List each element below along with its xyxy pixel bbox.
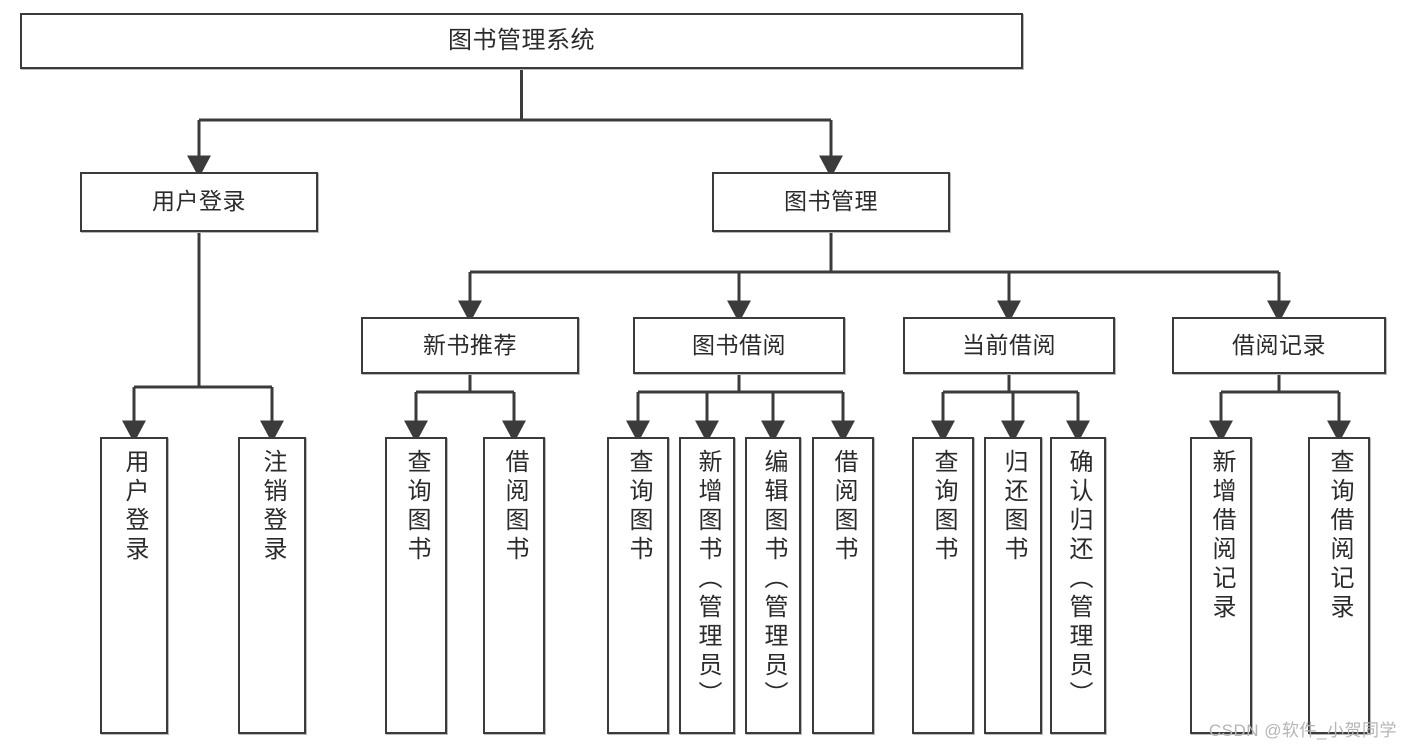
node-label: 图书借阅 <box>692 331 786 358</box>
node-new-book-rec[interactable]: 新书推荐 <box>361 317 579 374</box>
node-label: 图书管理 <box>784 188 878 215</box>
node-label: 借阅记录 <box>1232 331 1326 358</box>
node-leaf-query-book-3[interactable]: 查询图书 <box>912 437 974 734</box>
node-label: 用户登录 <box>152 188 246 215</box>
node-label: 用户登录 <box>121 449 148 565</box>
node-label: 查询图书 <box>930 449 957 565</box>
node-label: 查询图书 <box>625 449 652 565</box>
node-label: 借阅图书 <box>830 449 857 565</box>
node-label: 确认归还（管理员） <box>1065 449 1092 710</box>
node-borrow-record[interactable]: 借阅记录 <box>1172 317 1386 374</box>
node-user-login[interactable]: 用户登录 <box>80 172 318 232</box>
node-leaf-add-book[interactable]: 新增图书（管理员） <box>679 437 735 734</box>
node-book-borrow[interactable]: 图书借阅 <box>633 317 845 374</box>
node-label: 归还图书 <box>1000 449 1027 565</box>
node-leaf-query-book-1[interactable]: 查询图书 <box>385 437 447 734</box>
node-leaf-add-record[interactable]: 新增借阅记录 <box>1190 437 1252 734</box>
node-label: 当前借阅 <box>962 331 1056 358</box>
node-leaf-borrow-book-1[interactable]: 借阅图书 <box>483 437 545 734</box>
node-label: 新书推荐 <box>423 331 517 358</box>
node-leaf-return-book[interactable]: 归还图书 <box>984 437 1042 734</box>
watermark: CSDN @软件_小贺同学 <box>1208 721 1397 740</box>
node-book-manage[interactable]: 图书管理 <box>712 172 950 232</box>
node-label: 新增借阅记录 <box>1208 449 1235 623</box>
node-leaf-edit-book[interactable]: 编辑图书（管理员） <box>745 437 801 734</box>
node-leaf-user-login[interactable]: 用户登录 <box>100 437 168 734</box>
node-label: 借阅图书 <box>501 449 528 565</box>
node-label: 图书管理系统 <box>448 26 595 54</box>
node-current-borrow[interactable]: 当前借阅 <box>903 317 1115 374</box>
node-root[interactable]: 图书管理系统 <box>20 13 1023 69</box>
node-leaf-logout[interactable]: 注销登录 <box>238 437 306 734</box>
node-label: 查询图书 <box>403 449 430 565</box>
node-leaf-query-record[interactable]: 查询借阅记录 <box>1308 437 1370 734</box>
node-leaf-confirm-return[interactable]: 确认归还（管理员） <box>1050 437 1106 734</box>
node-label: 新增图书（管理员） <box>694 449 721 710</box>
node-label: 注销登录 <box>259 449 286 565</box>
node-leaf-query-book-2[interactable]: 查询图书 <box>607 437 669 734</box>
node-leaf-borrow-book-2[interactable]: 借阅图书 <box>812 437 874 734</box>
node-label: 查询借阅记录 <box>1326 449 1353 623</box>
node-label: 编辑图书（管理员） <box>760 449 787 710</box>
